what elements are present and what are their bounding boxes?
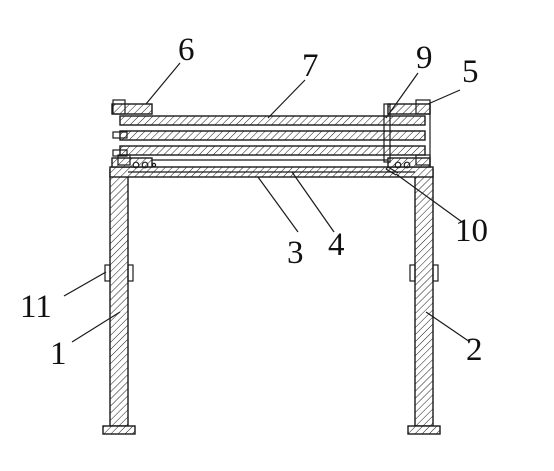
label-4: 4 — [328, 227, 345, 263]
left-column — [102, 169, 136, 435]
leader-4 — [291, 171, 335, 233]
right-column — [407, 169, 441, 435]
leader-7 — [267, 79, 306, 119]
right-bracket — [387, 99, 431, 169]
leader-9 — [385, 72, 419, 119]
label-3: 3 — [287, 235, 304, 271]
label-5: 5 — [462, 54, 479, 90]
vertical-rod — [383, 103, 391, 163]
leader-3 — [257, 176, 299, 233]
label-2: 2 — [466, 332, 483, 368]
leader-6 — [145, 62, 181, 105]
label-1: 1 — [50, 336, 67, 372]
leader-5 — [427, 89, 461, 105]
label-6: 6 — [178, 32, 195, 68]
leader-10 — [395, 173, 463, 223]
bottom-beam — [109, 166, 434, 178]
left-bracket — [111, 99, 157, 169]
leader-2 — [425, 311, 471, 343]
spring-element — [385, 166, 399, 176]
label-7: 7 — [302, 48, 319, 84]
leader-1 — [71, 311, 121, 343]
label-9: 9 — [416, 40, 433, 76]
label-11: 11 — [20, 289, 52, 325]
leader-lines — [63, 62, 471, 343]
reference-labels: 6 7 9 5 10 3 4 11 1 2 — [20, 32, 488, 372]
leader-11 — [63, 271, 107, 297]
upper-plate-stack — [112, 115, 426, 161]
label-10: 10 — [455, 213, 488, 249]
